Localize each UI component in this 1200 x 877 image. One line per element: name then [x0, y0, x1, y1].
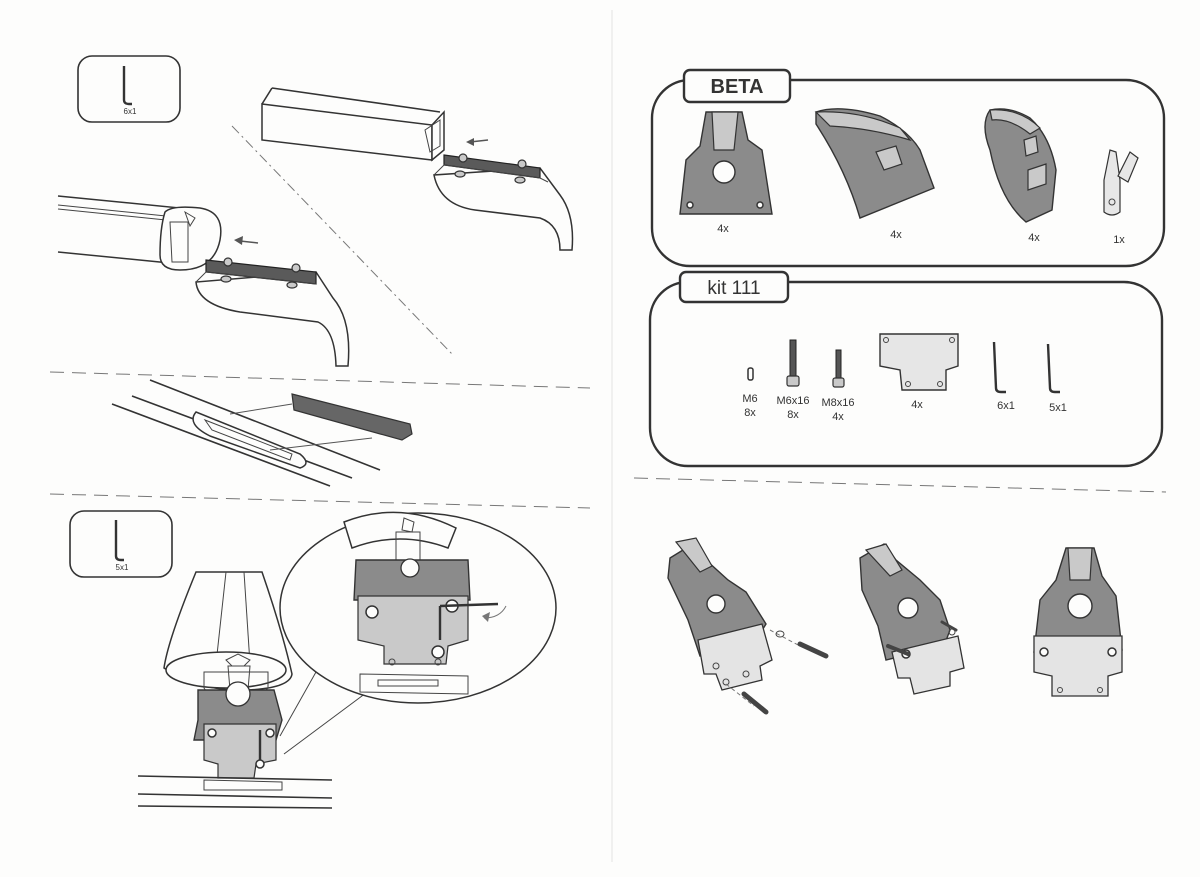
detail-magnifier: [279, 511, 557, 704]
washer-m6: M6 8x: [742, 367, 758, 419]
lock-icon: [1023, 135, 1039, 157]
kit-item-count: 4x: [911, 399, 923, 411]
foot-pad-top: [433, 153, 574, 251]
beta-item-count: 4x: [890, 229, 902, 241]
kit-item-count: 8x: [787, 409, 799, 421]
foot-pad-aero: [195, 257, 350, 367]
allen-key-icon: [114, 520, 124, 562]
foot-install-assembly: [137, 571, 371, 809]
kit-item-count: 5x1: [1049, 402, 1067, 414]
step1-tool-box: 6x1: [77, 55, 181, 123]
allen-key-6-icon: 6x1: [992, 341, 1015, 412]
allen-key-icon: [122, 66, 132, 106]
separator: [49, 371, 591, 389]
beta-title: BETA: [711, 76, 764, 98]
push-arrow: [466, 138, 489, 146]
separator: [49, 493, 591, 509]
kit-item-count: 4x: [832, 411, 844, 423]
beta-label-box: [682, 68, 792, 104]
assembly-front: [1033, 547, 1123, 697]
step3-tool-count: 5x1: [116, 563, 129, 572]
beta-parts-box: BETA 4x 4x 4x 1: [650, 68, 1166, 268]
beta-item-count: 4x: [1028, 232, 1040, 244]
step1-tool-count: 6x1: [124, 107, 137, 116]
kit-item-count: 8x: [744, 407, 756, 419]
beta-item-count: 4x: [717, 223, 729, 235]
kit-item-count: 6x1: [997, 400, 1015, 412]
kit-item-name: M8x16: [821, 397, 854, 409]
push-arrow: [234, 236, 259, 245]
beta-item-count: 1x: [1113, 234, 1125, 246]
kit-title: kit 111: [707, 278, 760, 299]
kit-item-name: M6: [742, 393, 757, 405]
adapter-plate: 4x: [879, 333, 959, 411]
bolt-m6x16: M6x16 8x: [776, 339, 810, 421]
aero-bar: [57, 195, 222, 271]
roof-rail-cover-step: [111, 379, 413, 487]
assembly-bolts: [859, 543, 965, 695]
square-bar: [261, 87, 445, 162]
key-icon: 1x: [1103, 149, 1139, 246]
separator-diagonal: [231, 125, 453, 355]
assembly-exploded: [667, 537, 829, 715]
kit-parts-box: kit 111 M6 8x M6x16 8x M8x16 4x: [648, 270, 1164, 468]
beta-foot-plate: 4x: [679, 111, 773, 235]
separator: [633, 477, 1167, 493]
allen-key-5-icon: 5x1: [1046, 343, 1067, 414]
beta-foot-cover: 4x: [814, 108, 935, 241]
beta-lock-cover: 4x: [984, 108, 1057, 244]
kit-label-box: [678, 270, 790, 304]
kit-item-name: M6x16: [776, 395, 809, 407]
step3-tool-box: 5x1: [69, 510, 173, 578]
bolt-m8x16: M8x16 4x: [821, 349, 855, 423]
